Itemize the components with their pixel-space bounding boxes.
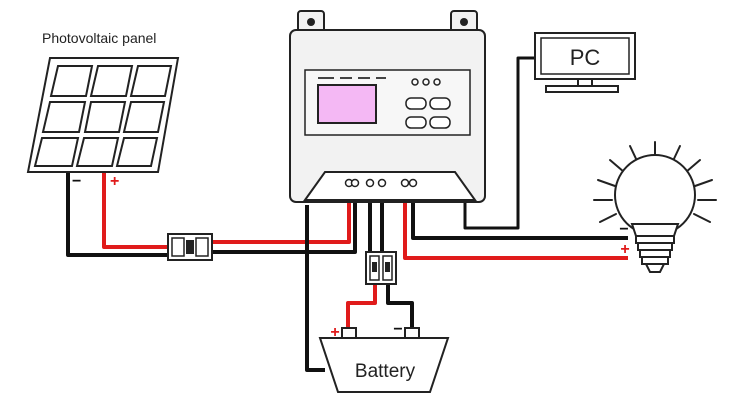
battery-icon bbox=[318, 327, 450, 393]
solar-panel-icon bbox=[26, 57, 180, 173]
wire-pc bbox=[463, 56, 540, 230]
wire-load-positive bbox=[403, 183, 628, 260]
pc-label: PC bbox=[570, 45, 601, 70]
load-minus-label: − bbox=[619, 221, 628, 238]
battery-label: Battery bbox=[355, 361, 416, 382]
pv-panel-label: Photovoltaic panel bbox=[42, 30, 156, 46]
pv-plus-label: + bbox=[110, 173, 119, 190]
wire-battery-negative-b bbox=[386, 283, 414, 330]
battery-minus-label: − bbox=[393, 321, 402, 338]
pv-minus-label: − bbox=[72, 173, 81, 190]
battery-plus-label: + bbox=[330, 324, 339, 341]
breaker-switch-icon bbox=[167, 233, 213, 261]
wire-battery-positive-b bbox=[346, 283, 377, 330]
charge-controller-icon bbox=[289, 10, 486, 203]
wire-battery-negative bbox=[305, 205, 325, 372]
pc-monitor-icon bbox=[534, 32, 636, 93]
battery-breaker-switch-icon bbox=[365, 251, 397, 285]
load-plus-label: + bbox=[620, 241, 629, 258]
wires bbox=[66, 56, 628, 372]
light-bulb-icon bbox=[593, 141, 717, 273]
